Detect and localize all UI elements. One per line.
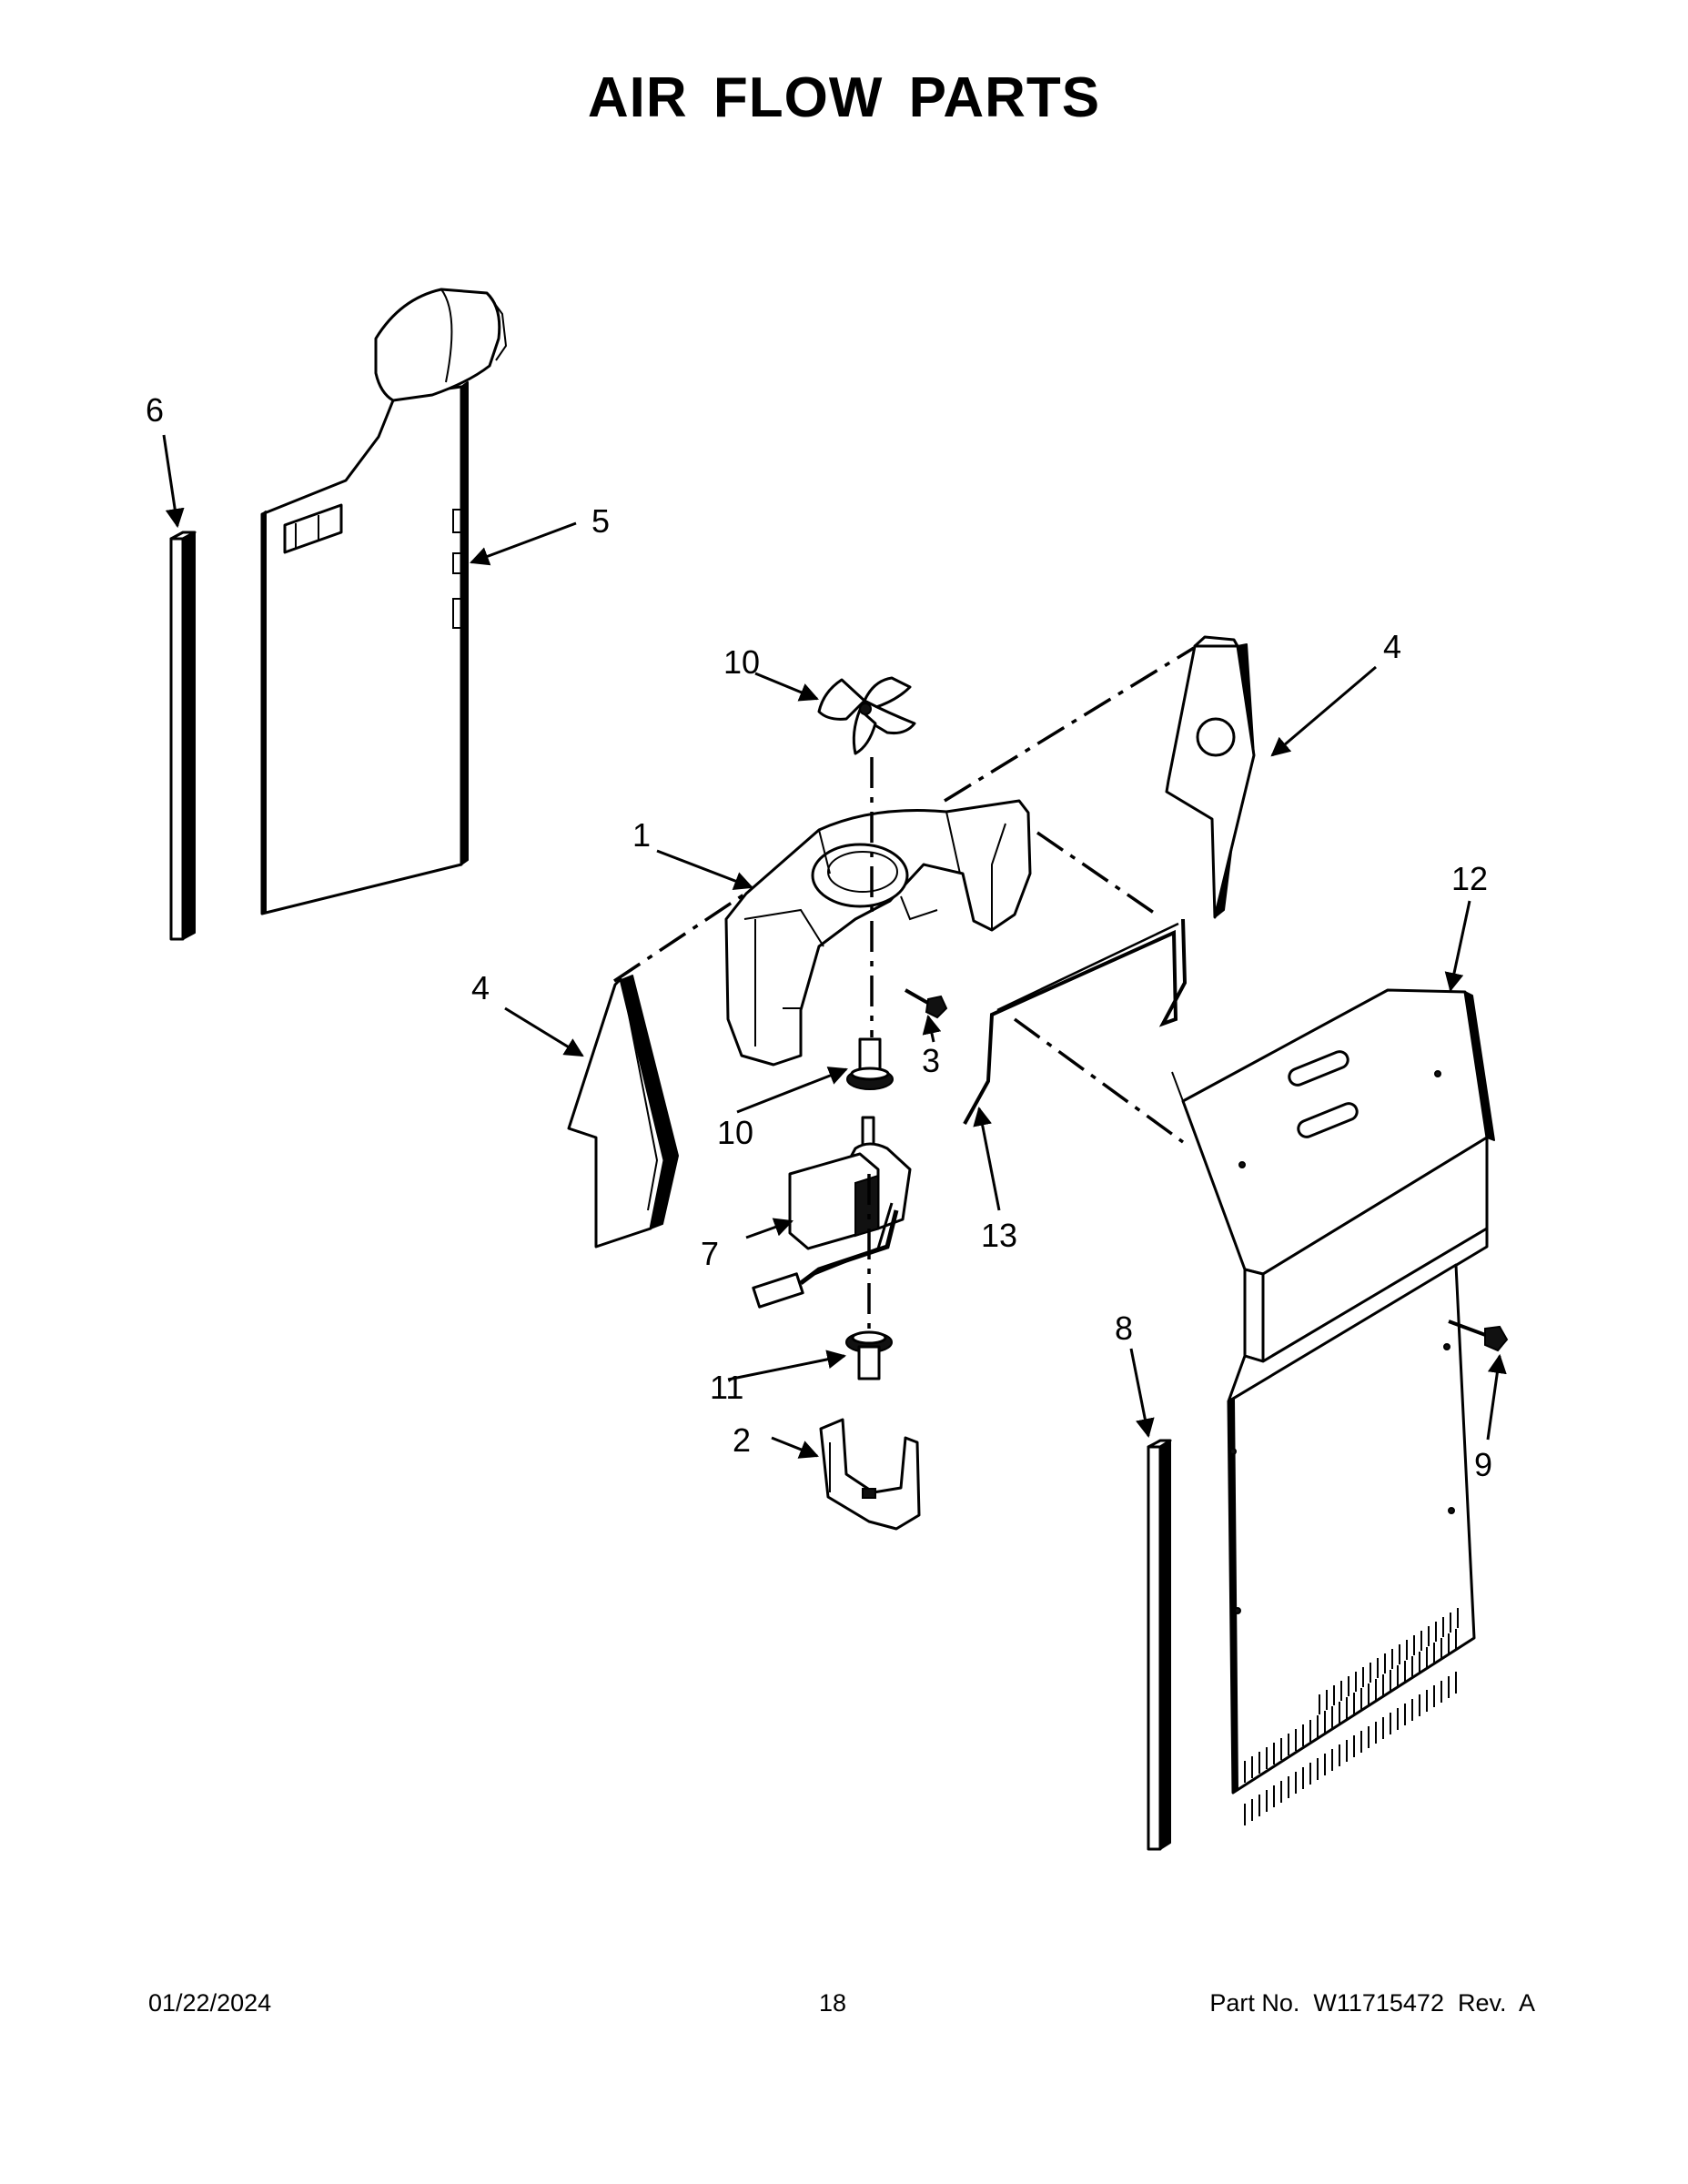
motor-bracket <box>819 1418 921 1531</box>
seal-strip-left <box>169 531 197 941</box>
callout-7: 7 <box>701 1235 719 1272</box>
grommet-lower <box>845 1330 893 1380</box>
callout-8: 10 <box>723 643 760 681</box>
wire-bracket <box>963 918 1188 1125</box>
callout-2: 2 <box>733 1421 751 1459</box>
alignment-lines <box>613 646 1195 1333</box>
callout-11: 9 <box>1474 1446 1492 1483</box>
callout-12: 12 <box>1451 860 1488 897</box>
seal-strip-right <box>1147 1439 1172 1851</box>
footer-page-number: 18 <box>819 1989 847 2017</box>
leader-arrows <box>162 434 1507 1459</box>
callout-9: 8 <box>1115 1309 1133 1347</box>
fan-housing <box>724 799 1032 1067</box>
callout-4-left: 4 <box>471 969 490 1006</box>
baffle-right <box>1165 635 1256 919</box>
callout-labels: 6 5 10 4 1 12 4 3 10 13 7 8 11 9 2 <box>146 391 1492 1483</box>
footer-part-number: Part No. W11715472 Rev. A <box>1209 1989 1535 2017</box>
footer-date: 01/22/2024 <box>148 1989 272 2017</box>
callout-3: 3 <box>922 1042 940 1079</box>
callout-10-lower: 11 <box>710 1369 743 1406</box>
callout-6: 6 <box>146 391 164 429</box>
callout-5: 5 <box>591 502 610 540</box>
screw-right <box>1448 1320 1509 1352</box>
baffle-left <box>567 975 679 1249</box>
callout-10-upper: 10 <box>717 1114 753 1151</box>
fan-motor <box>752 1116 912 1309</box>
page-title: AIR FLOW PARTS <box>587 66 1101 129</box>
callout-1: 1 <box>632 816 651 854</box>
callout-13: 13 <box>981 1217 1017 1254</box>
air-duct-panel <box>260 288 508 915</box>
rear-duct-cover <box>1171 988 1495 1825</box>
grommet-upper <box>846 1037 894 1090</box>
fan-blade <box>817 676 916 755</box>
callout-4-right: 4 <box>1383 628 1401 665</box>
screw <box>905 988 948 1019</box>
